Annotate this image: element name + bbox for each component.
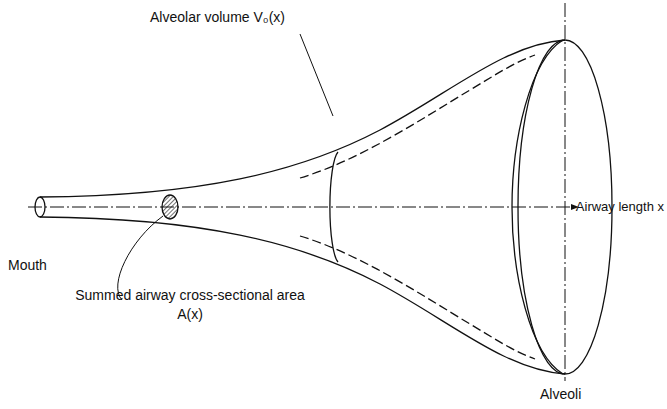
airway-axis xyxy=(28,207,578,208)
part-label: Alveolar volume V₀(x) xyxy=(150,8,285,27)
trumpet-upper-wall xyxy=(40,40,565,197)
part-label: Summed airway cross-sectional area A(x) xyxy=(70,286,310,324)
alveolar-volume-contour xyxy=(300,236,535,359)
alveoli-axis xyxy=(565,3,566,381)
axis-label: Airway length x xyxy=(576,198,664,216)
leader-line xyxy=(300,34,333,116)
trumpet-lower-wall xyxy=(40,217,565,374)
part-label: Alveoli xyxy=(540,385,581,404)
part-label: Mouth xyxy=(8,256,47,275)
alveolar-volume-contour xyxy=(300,55,535,178)
